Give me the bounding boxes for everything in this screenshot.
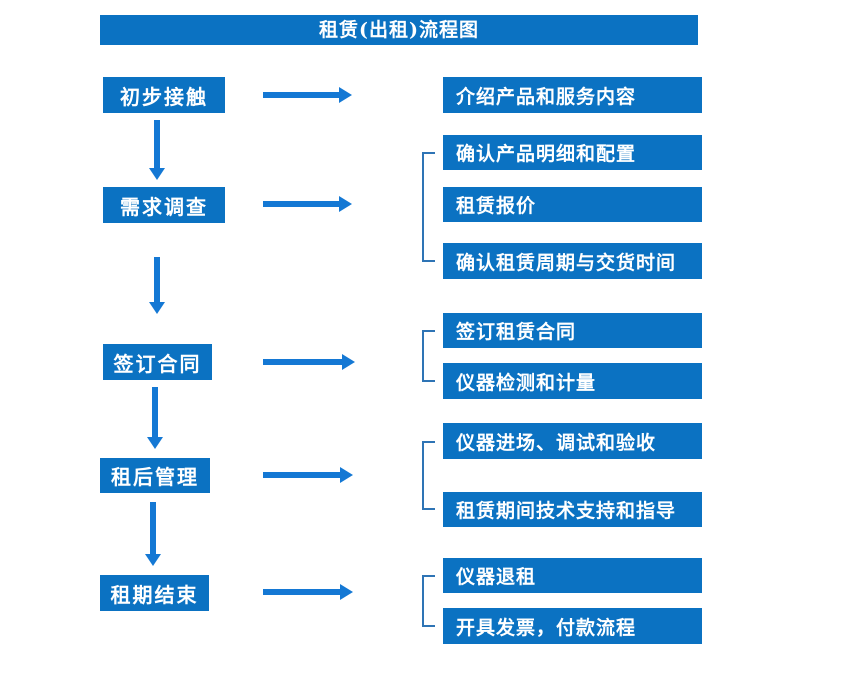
bracket-group-rental-end — [422, 575, 435, 627]
detail-box-introduce-products: 介绍产品和服务内容 — [443, 77, 702, 113]
detail-box-technical-support: 租赁期间技术支持和指导 — [443, 492, 702, 527]
detail-box-instrument-setup-acceptance: 仪器进场、调试和验收 — [443, 423, 702, 459]
detail-box-confirm-product-config: 确认产品明细和配置 — [443, 135, 702, 170]
down-arrow-1 — [149, 120, 165, 180]
right-arrow-3 — [263, 354, 355, 370]
right-arrow-1-shaft — [263, 92, 341, 98]
right-arrow-2 — [263, 196, 352, 212]
right-arrow-2-head — [339, 196, 352, 212]
down-arrow-3-shaft — [152, 387, 158, 439]
right-arrow-1-head — [339, 87, 352, 103]
down-arrow-4 — [145, 502, 161, 566]
down-arrow-3 — [147, 387, 163, 449]
right-arrow-5 — [263, 584, 353, 600]
down-arrow-1-shaft — [154, 120, 160, 170]
step-box-post-rental-management: 租后管理 — [100, 458, 210, 493]
step-box-needs-survey: 需求调查 — [103, 187, 225, 223]
right-arrow-5-head — [340, 584, 353, 600]
down-arrow-2-shaft — [154, 257, 160, 304]
right-arrow-4 — [263, 467, 353, 483]
down-arrow-2 — [149, 257, 165, 314]
down-arrow-3-head — [147, 437, 163, 449]
detail-box-sign-rental-contract: 签订租赁合同 — [443, 313, 702, 348]
down-arrow-1-head — [149, 168, 165, 180]
detail-box-invoice-payment: 开具发票，付款流程 — [443, 608, 702, 644]
bracket-group-needs-survey — [422, 152, 435, 262]
right-arrow-4-head — [340, 467, 353, 483]
step-box-rental-end: 租期结束 — [100, 575, 209, 611]
down-arrow-4-shaft — [150, 502, 156, 556]
detail-box-confirm-period-delivery: 确认租赁周期与交货时间 — [443, 243, 702, 279]
step-box-initial-contact: 初步接触 — [103, 77, 225, 113]
right-arrow-1 — [263, 87, 352, 103]
flowchart-title: 租赁(出租)流程图 — [100, 15, 698, 45]
down-arrow-2-head — [149, 302, 165, 314]
down-arrow-4-head — [145, 554, 161, 566]
right-arrow-2-shaft — [263, 201, 341, 207]
right-arrow-5-shaft — [263, 589, 342, 595]
bracket-group-post-rental — [422, 441, 435, 510]
right-arrow-4-shaft — [263, 472, 342, 478]
step-box-sign-contract: 签订合同 — [103, 344, 212, 380]
detail-box-instrument-testing: 仪器检测和计量 — [443, 363, 702, 399]
detail-box-instrument-return: 仪器退租 — [443, 558, 702, 593]
detail-box-rental-quote: 租赁报价 — [443, 187, 702, 222]
right-arrow-3-shaft — [263, 359, 344, 365]
right-arrow-3-head — [342, 354, 355, 370]
bracket-group-sign-contract — [422, 330, 435, 382]
